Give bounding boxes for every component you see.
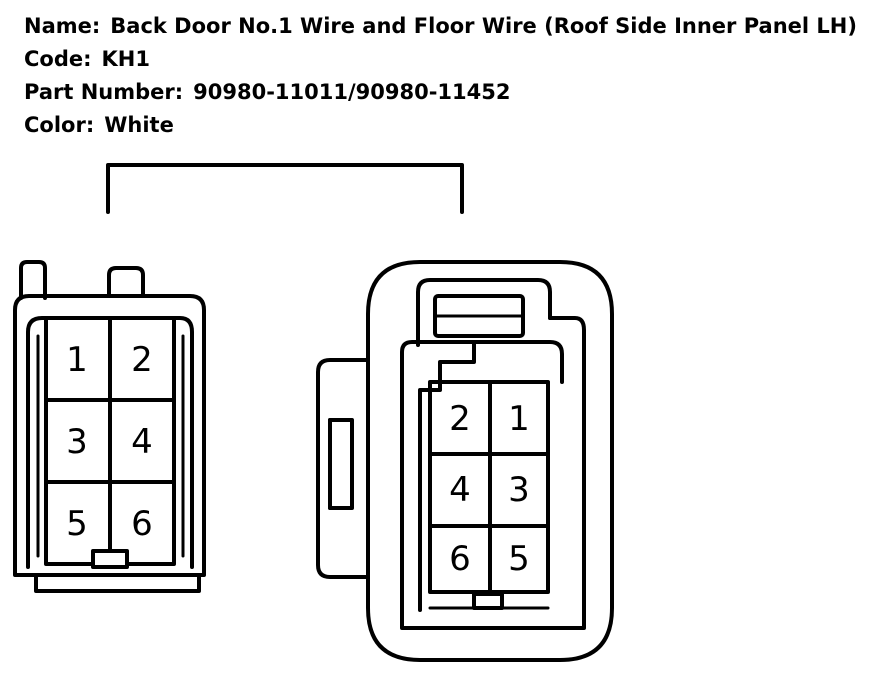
right-inner-step <box>472 340 564 384</box>
pin-number: 3 <box>66 422 88 462</box>
left-connector-base <box>34 573 201 593</box>
pin-number: 4 <box>449 470 471 510</box>
left-lock-tab <box>107 266 145 297</box>
right-pin-labels: 2 1 4 3 6 5 <box>449 399 530 579</box>
pin-number: 2 <box>449 399 471 439</box>
connector-part-value: 90980-11011/90980-11452 <box>193 80 511 104</box>
connector-name-label: Name: <box>24 14 101 38</box>
connector-info: Name: Back Door No.1 Wire and Floor Wire … <box>24 10 857 142</box>
pin-number: 3 <box>508 470 530 510</box>
pin-number: 5 <box>66 504 88 544</box>
pin-cavity <box>108 480 176 566</box>
left-latch-tab <box>19 260 47 300</box>
right-connector-housing <box>366 260 614 662</box>
right-lock-housing <box>416 278 552 347</box>
right-latch-slot <box>328 418 354 510</box>
pin-number: 2 <box>131 340 153 380</box>
pin-number: 1 <box>66 340 88 380</box>
pin-number: 6 <box>131 504 153 544</box>
connector-color-line: Color: White <box>24 109 857 142</box>
mating-bracket <box>106 163 464 214</box>
pin-cavity <box>488 524 550 594</box>
connector-part-line: Part Number: 90980-11011/90980-11452 <box>24 76 857 109</box>
connector-code-label: Code: <box>24 47 92 71</box>
left-keyway <box>91 549 129 569</box>
connector-part-label: Part Number: <box>24 80 184 104</box>
right-keyway <box>472 592 504 610</box>
connector-color-value: White <box>104 113 174 137</box>
pin-number: 4 <box>131 422 153 462</box>
connector-name-line: Name: Back Door No.1 Wire and Floor Wire … <box>24 10 857 43</box>
left-connector-body <box>13 294 206 577</box>
left-connector <box>13 260 206 593</box>
right-connector <box>316 260 614 662</box>
left-pin-labels: 1 2 3 4 5 6 <box>66 340 153 544</box>
connector-name-value: Back Door No.1 Wire and Floor Wire (Roof… <box>110 14 857 38</box>
connector-code-value: KH1 <box>101 47 150 71</box>
connector-color-label: Color: <box>24 113 95 137</box>
connector-code-line: Code: KH1 <box>24 43 857 76</box>
pin-number: 6 <box>449 539 471 579</box>
right-side-latch <box>316 358 370 579</box>
pin-number: 5 <box>508 539 530 579</box>
pin-number: 1 <box>508 399 530 439</box>
